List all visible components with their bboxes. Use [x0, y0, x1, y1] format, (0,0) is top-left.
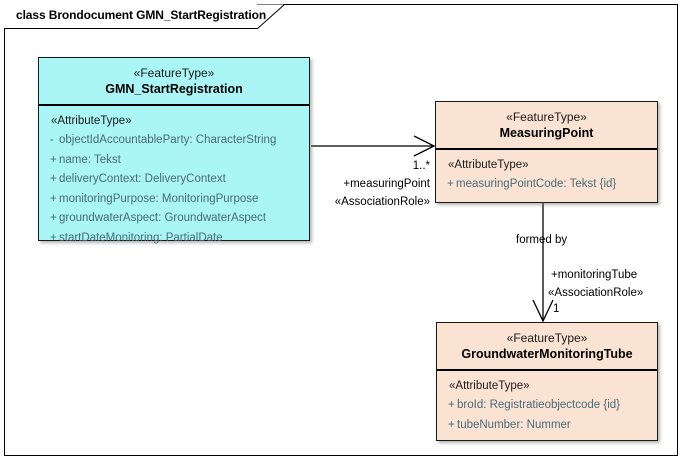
- attribute-label: objectIdAccountableParty: CharacterStrin…: [59, 134, 277, 146]
- attribute-row: + broId: Registratieobjectcode {id}: [437, 396, 657, 416]
- frame-tab-diagonal-edge: [257, 4, 286, 30]
- diagram-frame-tab: class Brondocument GMN_StartRegistration: [4, 4, 286, 30]
- attribute-row: + startDateMonitoring: PartialDate: [39, 229, 309, 249]
- attribute-row: + deliveryContext: DeliveryContext: [39, 170, 309, 190]
- class-attributes-compartment: «AttributeType» + broId: Registratieobje…: [437, 371, 657, 441]
- association-role-name: +measuringPoint: [343, 178, 430, 190]
- attribute-compartment-stereotype: «AttributeType»: [448, 159, 529, 171]
- attribute-visibility: +: [50, 153, 57, 166]
- attribute-row: + measuringPointCode: Tekst {id}: [436, 175, 657, 195]
- attribute-compartment-stereotype: «AttributeType»: [51, 115, 132, 127]
- diagram-frame: [4, 4, 678, 456]
- attribute-visibility: +: [50, 212, 57, 224]
- attribute-visibility: +: [448, 418, 455, 431]
- attribute-visibility: -: [50, 134, 54, 146]
- frame-tab-body: [4, 4, 257, 29]
- class-stereotype: «FeatureType»: [506, 110, 587, 124]
- class-attributes-compartment: «AttributeType» + measuringPointCode: Te…: [436, 150, 657, 201]
- attribute-label: deliveryContext: DeliveryContext: [59, 173, 226, 185]
- attribute-row: + name: Tekst: [39, 151, 309, 171]
- attribute-visibility: +: [448, 399, 455, 411]
- attribute-row: - objectIdAccountableParty: CharacterStr…: [39, 131, 309, 151]
- attribute-label: broId: Registratieobjectcode {id}: [457, 399, 621, 411]
- attribute-visibility: +: [50, 192, 57, 205]
- class-box-gmn-startregistration[interactable]: «FeatureType» GMN_StartRegistration «Att…: [38, 57, 310, 244]
- class-header: «FeatureType» MeasuringPoint: [436, 102, 657, 150]
- attribute-label: tubeNumber: Nummer: [457, 418, 571, 431]
- association-name: formed by: [516, 234, 568, 246]
- association-role-name: +monitoringTube: [551, 269, 638, 281]
- association-role-stereotype: «AssociationRole»: [548, 287, 644, 299]
- attribute-visibility: +: [50, 231, 57, 244]
- class-title: GroundwaterMonitoringTube: [461, 347, 633, 361]
- diagram-title: class Brondocument GMN_StartRegistration: [16, 8, 267, 22]
- attribute-label: startDateMonitoring: PartialDate: [59, 231, 223, 244]
- attribute-label: name: Tekst: [59, 153, 121, 166]
- attribute-compartment-stereotype: «AttributeType»: [449, 380, 530, 392]
- attribute-label: measuringPointCode: Tekst {id}: [456, 178, 617, 190]
- attribute-row: + monitoringPurpose: MonitoringPurpose: [39, 190, 309, 210]
- association-role-stereotype: «AssociationRole»: [334, 196, 430, 208]
- attribute-visibility: +: [447, 178, 454, 190]
- attribute-visibility: +: [50, 173, 57, 185]
- attribute-label: monitoringPurpose: MonitoringPurpose: [59, 192, 259, 205]
- class-title: GMN_StartRegistration: [105, 82, 243, 96]
- class-attributes-compartment: «AttributeType» - objectIdAccountablePar…: [39, 106, 309, 254]
- attribute-row: + groundwaterAspect: GroundwaterAspect: [39, 209, 309, 229]
- association-multiplicity-target: 1..*: [412, 160, 430, 172]
- class-box-groundwatermonitoringtube[interactable]: «FeatureType» GroundwaterMonitoringTube …: [436, 322, 658, 441]
- association-multiplicity-target: 1: [553, 303, 560, 315]
- class-title: MeasuringPoint: [499, 126, 594, 140]
- class-stereotype: «FeatureType»: [506, 331, 588, 345]
- attribute-row: + tubeNumber: Nummer: [437, 416, 657, 436]
- class-header: «FeatureType» GMN_StartRegistration: [39, 58, 309, 106]
- attribute-label: groundwaterAspect: GroundwaterAspect: [59, 212, 267, 224]
- class-header: «FeatureType» GroundwaterMonitoringTube: [437, 323, 657, 371]
- class-box-measuringpoint[interactable]: «FeatureType» MeasuringPoint «AttributeT…: [435, 101, 658, 203]
- class-stereotype: «FeatureType»: [133, 66, 215, 80]
